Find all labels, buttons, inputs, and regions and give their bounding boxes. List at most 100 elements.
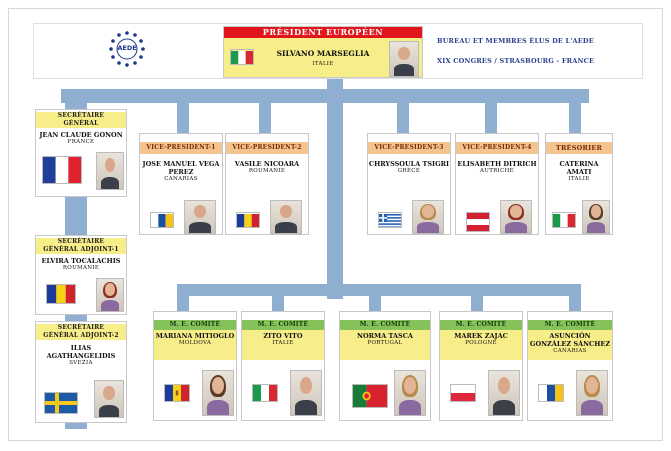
vp-role: VICE-PRESIDENT-4 (456, 142, 538, 154)
connector-treasurer (569, 99, 581, 139)
vp-photo (582, 200, 610, 234)
president-card: PRÉSIDENT EUROPÉEN SILVANO MARSEGLIA ITA… (223, 26, 423, 78)
vp-name-text: ELISABETH DITRICH (457, 160, 537, 168)
committee-name-text: MAREK ZAJAC (454, 332, 508, 340)
committee-country: POLOGNE (465, 340, 497, 346)
connector-vp1 (177, 99, 189, 139)
secretary-general-card: SECRÉTAIRE GÉNÉRAL JEAN CLAUDE GONON FRA… (35, 109, 127, 197)
committee-flag (352, 384, 388, 408)
committee-photo (488, 370, 520, 416)
committee-flag (164, 384, 190, 402)
committee-role: M. E. COMITÉ (440, 320, 522, 330)
vp-role: TRÉSORIER (546, 142, 612, 154)
vp-flag (378, 212, 402, 228)
deputy-1-name-text: ELVIRA TOCALACHIS (41, 257, 121, 265)
vp-role: VICE-PRESIDENT-1 (140, 142, 222, 154)
secretary-photo (96, 152, 124, 190)
deputy-1-photo (96, 278, 124, 312)
committee-role: M. E. COMITÉ (154, 320, 236, 330)
committee-name-text: ASUNCIÓN GONZÁLEZ SÁNCHEZ (529, 332, 611, 348)
vp-photo (184, 200, 216, 234)
committee-role: M. E. COMITÉ (528, 320, 612, 330)
connector-vp3 (397, 99, 409, 139)
vp-flag (466, 212, 490, 232)
deputy-2-country: SVEZIA (69, 360, 93, 366)
vp-name-text: CATERINA AMATI (559, 160, 599, 176)
connector-trunk (327, 77, 343, 299)
committee-flag (252, 384, 278, 402)
deputy-2-photo (94, 380, 124, 418)
vp-flag (150, 212, 174, 228)
info-line-2: XIX CONGRES / STRASBOURG - FRANCE (437, 57, 595, 65)
aede-logo-icon (109, 31, 145, 67)
vp-country: ITALIE (568, 176, 590, 182)
committee-photo (290, 370, 322, 416)
secretary-role: SECRÉTAIRE GÉNÉRAL (36, 112, 126, 128)
deputy-2-role: SECRÉTAIRE GÉNÉRAL ADJOINT-2 (36, 324, 126, 340)
president-name: SILVANO MARSEGLIA (276, 49, 370, 58)
committee-photo (576, 370, 608, 416)
committee-country: ITALIE (272, 340, 294, 346)
deputy-1-name: ELVIRA TOCALACHIS ROUMANIE (36, 257, 126, 272)
vp-country: ROUMANIE (248, 168, 286, 174)
connector-vp2 (259, 99, 271, 139)
secretary-flag (42, 156, 82, 184)
connector-vp4 (485, 99, 497, 139)
vp-flag (236, 212, 260, 228)
vp-name-text: CHRYSSOULA TSIGRI (368, 160, 450, 168)
committee-name-text: ZITO VITO (263, 332, 303, 340)
org-chart-frame: AEDE PRÉSIDENT EUROPÉEN SILVANO MARSEGLI… (8, 8, 663, 441)
vp-country: CANARIAS (164, 176, 198, 182)
committee-flag (450, 384, 476, 402)
aede-logo: AEDE (107, 29, 147, 69)
president-photo (389, 41, 419, 77)
committee-role: M. E. COMITÉ (340, 320, 430, 330)
committee-flag (538, 384, 564, 402)
committee-country: CANARIAS (553, 348, 587, 354)
secretary-name-text: JEAN CLAUDE GONON (39, 131, 123, 139)
vp-name-text: VASILE NICOARA (234, 160, 300, 168)
vp-photo (270, 200, 302, 234)
vp-flag (552, 212, 576, 228)
vp-photo (412, 200, 444, 234)
connector-top-horizontal (61, 89, 589, 103)
committee-photo (202, 370, 234, 416)
president-country: ITALIE (312, 61, 334, 67)
president-flag (230, 49, 254, 65)
secretary-name: JEAN CLAUDE GONON FRANCE (36, 131, 126, 146)
deputy-secretary-2-card: SECRÉTAIRE GÉNÉRAL ADJOINT-2 ILIAS AGATH… (35, 321, 127, 423)
deputy-2-name: ILIAS AGATHANGELIDIS SVEZIA (36, 344, 126, 367)
vp-role: VICE-PRESIDENT-3 (368, 142, 450, 154)
vp-role: VICE-PRESIDENT-2 (226, 142, 308, 154)
president-role: PRÉSIDENT EUROPÉEN (224, 27, 422, 38)
info-line-1: BUREAU ET MEMBRES ÉLUS DE L'AEDE (437, 37, 594, 45)
committee-name-text: NORMA TASCA (357, 332, 413, 340)
vp-country: AUTRICHE (479, 168, 514, 174)
committee-name-text: MARIANA MITIOGLO (155, 332, 235, 340)
deputy-1-country: ROUMANIE (62, 265, 100, 271)
deputy-2-name-text: ILIAS AGATHANGELIDIS (46, 344, 116, 360)
committee-country: PORTUGAL (367, 340, 403, 346)
vp-photo (500, 200, 532, 234)
secretary-country: FRANCE (67, 139, 95, 145)
committee-country: MOLDOVA (178, 340, 212, 346)
logo-text: AEDE (117, 44, 137, 52)
